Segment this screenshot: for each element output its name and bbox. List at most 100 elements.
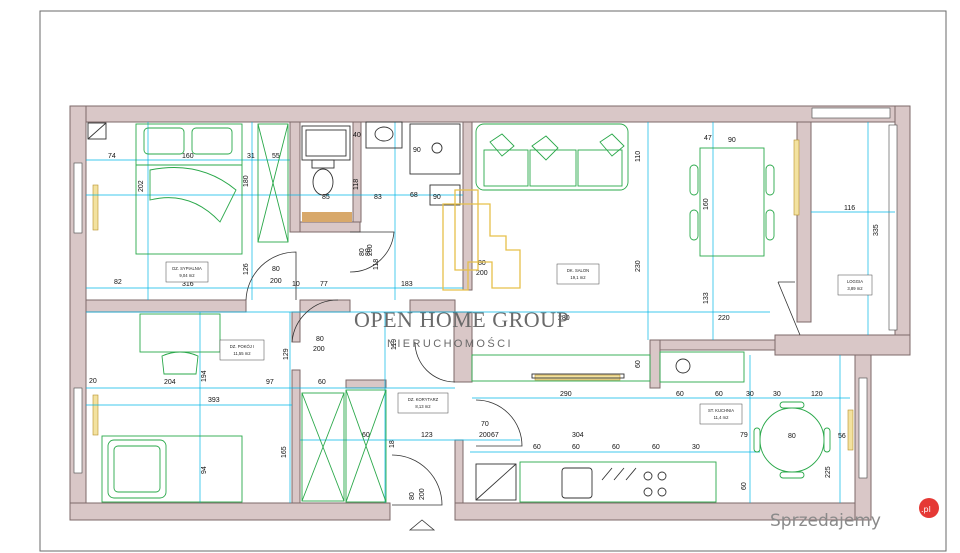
dim-label: 290	[560, 391, 572, 398]
watermark-title: OPEN HOME GROUP	[354, 307, 569, 332]
room-label-bedroom: DZ. SYPIALNIA 9,04 m2	[165, 261, 209, 283]
door-height-label: 200	[313, 346, 325, 353]
desk-chair	[161, 351, 199, 375]
dim-label: 60	[635, 360, 642, 368]
door-labels: 80 200 80 200 80 200 80 200 70 200 80 20…	[270, 244, 491, 500]
double-bed	[135, 123, 243, 255]
dimension-lines	[86, 122, 895, 503]
kitchen-table	[753, 401, 831, 479]
dim-label: 94	[201, 466, 208, 474]
dim-label: 60	[741, 482, 748, 490]
dim-label: 47	[704, 135, 712, 142]
door-height-label: 200	[367, 244, 374, 256]
room-wardrobe	[301, 392, 345, 502]
dim-label: 56	[838, 433, 846, 440]
dim-label: 60	[318, 379, 326, 386]
radiators	[92, 139, 854, 451]
sprzedajemy-brand: Sprzedajemy .pl	[770, 498, 939, 531]
bathroom-fixtures	[301, 121, 461, 222]
dim-label: 119	[391, 339, 398, 350]
dim-label: 60	[362, 432, 370, 439]
dim-label: 60	[652, 444, 660, 451]
dim-label: 85	[322, 194, 330, 201]
dim-label: 230	[635, 260, 642, 272]
dim-label: 165	[281, 446, 288, 458]
dim-label: 90	[728, 137, 736, 144]
single-bed	[101, 435, 243, 503]
dim-label: 60	[533, 444, 541, 451]
dim-label: 393	[208, 397, 220, 404]
room-label-kitchen: ST. KUCHNIA 11,4 m2	[699, 403, 743, 425]
dim-label: 80	[365, 248, 372, 256]
dim-label: 194	[201, 370, 208, 382]
dim-label: 40	[353, 132, 361, 139]
door-width-label: 80	[409, 492, 416, 500]
tv	[531, 373, 625, 379]
svg-text:DZ. POKÓJ I: DZ. POKÓJ I	[230, 344, 254, 349]
door-width-label: 80	[316, 336, 324, 343]
dim-label: 160	[182, 153, 194, 160]
dim-label: 110	[635, 151, 642, 162]
dim-label: 68	[410, 192, 418, 199]
dim-label: 126	[243, 263, 250, 275]
brand-name: Sprzedajemy	[770, 511, 881, 531]
door-width-label: 80	[272, 266, 280, 273]
loggia-door[interactable]	[777, 281, 801, 336]
dim-label: 133	[703, 292, 710, 304]
room-label-corridor: DZ. KORYTARZ 8,13 m2	[397, 392, 449, 414]
door-width-label: 80	[478, 260, 486, 267]
svg-text:LOGGIA: LOGGIA	[847, 279, 863, 284]
outer-walls	[69, 105, 911, 521]
dim-label: 118	[373, 259, 380, 270]
tv-cabinet	[471, 354, 651, 382]
dim-label: 180	[243, 175, 250, 187]
sofa	[475, 123, 629, 191]
dim-label: 55	[272, 153, 280, 160]
svg-text:ST. KUCHNIA: ST. KUCHNIA	[708, 408, 734, 413]
dim-label: 90	[413, 147, 421, 154]
watermark-subtitle: NIERUCHOMOŚCI	[387, 337, 513, 350]
dim-label: 204	[164, 379, 176, 386]
dim-label: 116	[844, 205, 855, 212]
door-height-label: 200	[270, 278, 282, 285]
dim-label: 280	[558, 315, 570, 322]
dim-label: 80	[788, 433, 796, 440]
brand-badge: .pl	[921, 505, 931, 514]
svg-text:DZ. KORYTARZ: DZ. KORYTARZ	[408, 397, 439, 402]
svg-text:3,89 m2: 3,89 m2	[847, 286, 863, 291]
dim-label: 77	[320, 281, 328, 288]
svg-text:DZ. SYPIALNIA: DZ. SYPIALNIA	[172, 266, 202, 271]
doors[interactable]	[245, 231, 523, 531]
wardrobe	[257, 123, 289, 243]
dim-label: 60	[715, 391, 723, 398]
svg-text:11,55 m2: 11,55 m2	[233, 351, 251, 356]
door-height-label: 200	[476, 270, 488, 277]
dim-label: 160	[703, 198, 710, 210]
room-label-salon: DK. SALON 19,1 m2	[556, 263, 600, 285]
dim-label: 20	[89, 378, 97, 385]
dim-label: 304	[572, 432, 584, 439]
svg-text:9,04 m2: 9,04 m2	[179, 273, 195, 278]
door-width-label: 80	[359, 248, 366, 256]
dim-label: 90	[433, 194, 441, 201]
dim-label: 60	[612, 444, 620, 451]
dim-label: 316	[182, 281, 194, 288]
dim-label: 74	[108, 153, 116, 160]
dim-label: 83	[374, 194, 382, 201]
dim-label: 118	[353, 179, 360, 190]
brand-badge-icon	[919, 498, 939, 518]
dim-label: 79	[740, 432, 748, 439]
dim-label: 123	[421, 432, 433, 439]
kitchen-units	[475, 351, 745, 503]
dim-label: 82	[114, 279, 122, 286]
dim-label: 225	[825, 466, 832, 478]
ventilation-shaft	[87, 122, 107, 140]
door-width-label: 70	[481, 421, 489, 428]
door-height-label: 200	[419, 488, 426, 500]
dim-label: 30	[773, 391, 781, 398]
windows	[73, 107, 898, 479]
dim-label: 202	[138, 180, 145, 192]
dim-label: 129	[283, 348, 290, 360]
corridor-cabinet	[345, 389, 387, 503]
dim-label: 183	[401, 281, 413, 288]
